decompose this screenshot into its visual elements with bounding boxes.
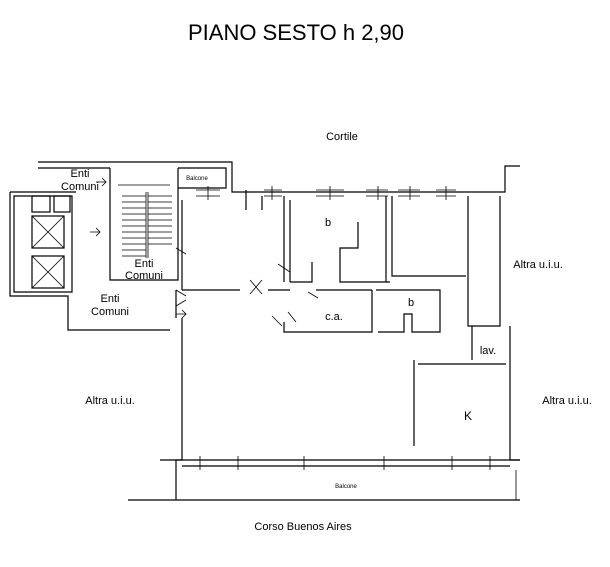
enti-comuni-top-line1: Enti xyxy=(71,168,90,180)
enti-comuni-stair-line1: Enti xyxy=(135,258,154,270)
plan-title: PIANO SESTO h 2,90 xyxy=(188,20,404,45)
enti-comuni-stair-line2: Comuni xyxy=(125,270,163,282)
enti-comuni-lower-line1: Enti xyxy=(101,293,120,305)
lav-label: lav. xyxy=(480,345,496,357)
courtyard-label: Cortile xyxy=(326,131,358,143)
outer-walls xyxy=(9,161,520,501)
ca-label: c.a. xyxy=(325,311,343,323)
enti-comuni-lower-line2: Comuni xyxy=(91,306,129,318)
altra-uiu-left: Altra u.i.u. xyxy=(85,395,135,407)
elevator-shafts xyxy=(31,195,71,289)
interior-walls xyxy=(182,190,506,446)
enti-comuni-top-line2: Comuni xyxy=(61,181,99,193)
bath-2-label: b xyxy=(408,297,414,309)
balcone-top-label: Balcone xyxy=(186,176,208,182)
bottom-windows xyxy=(190,456,500,470)
altra-uiu-right-lower: Altra u.i.u. xyxy=(542,395,592,407)
door-swings xyxy=(175,247,319,327)
bath-1-label: b xyxy=(325,217,331,229)
street-label: Corso Buenos Aires xyxy=(254,521,352,533)
altra-uiu-right-upper: Altra u.i.u. xyxy=(513,259,563,271)
staircase xyxy=(122,192,172,258)
balcone-bottom-label: Balcone xyxy=(335,484,357,490)
top-windows xyxy=(196,186,456,200)
kitchen-label: K xyxy=(464,409,472,423)
access-arrows xyxy=(90,177,187,319)
